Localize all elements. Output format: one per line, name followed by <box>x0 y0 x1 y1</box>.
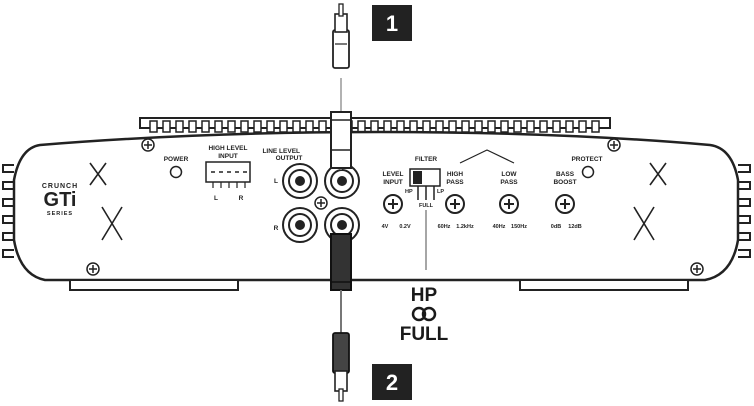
level-min-label: 4V <box>382 224 389 230</box>
low-pass-min-label: 40Hz <box>493 224 506 230</box>
filter-label: FILTER <box>415 156 438 163</box>
high-pass-label-2: PASS <box>446 179 464 186</box>
rca-cable-top <box>330 3 352 170</box>
line-level-label: LINE LEVEL <box>262 148 300 155</box>
filter-lp-label: LP <box>437 189 444 195</box>
hl-right-label: R <box>239 195 244 202</box>
high-pass-knob[interactable] <box>445 194 465 214</box>
step-2-badge: 2 <box>372 364 412 400</box>
protect-label: PROTECT <box>571 156 602 163</box>
screw-icons <box>86 138 704 276</box>
high-level-input-label-1: HIGH LEVEL <box>208 145 247 152</box>
bass-boost-label-1: BASS <box>556 171 575 178</box>
high-pass-label-1: HIGH <box>447 171 464 178</box>
amp-feet <box>69 279 689 291</box>
rca-output-left[interactable] <box>282 163 318 199</box>
brand-main: GTi <box>44 189 77 211</box>
filter-hp-label: HP <box>405 189 413 195</box>
svg-text:2: 2 <box>386 370 398 395</box>
low-pass-knob[interactable] <box>499 194 519 214</box>
x-marks <box>89 162 667 241</box>
level-input-label-2: INPUT <box>383 179 403 186</box>
low-pass-label-2: PASS <box>500 179 518 186</box>
bass-boost-knob[interactable] <box>555 194 575 214</box>
rca-output-right[interactable] <box>282 207 318 243</box>
amp-chassis <box>12 130 740 282</box>
brand-top: CRUNCH <box>42 183 78 190</box>
bass-boost-label-2: BOOST <box>553 179 576 186</box>
high-level-input-connector[interactable] <box>205 161 251 188</box>
level-max-label: 0.2V <box>399 224 411 230</box>
protect-led <box>581 165 595 179</box>
high-pass-min-label: 60Hz <box>438 224 451 230</box>
heatsink-fins-top <box>139 117 611 133</box>
level-input-label-1: LEVEL <box>383 171 404 178</box>
brand-bottom: SERIES <box>47 211 73 217</box>
high-pass-max-label: 1.2kHz <box>456 224 474 230</box>
rca-left-label: L <box>274 178 278 185</box>
hl-left-label: L <box>214 195 218 202</box>
bass-max-label: 12dB <box>568 224 581 230</box>
output-label: OUTPUT <box>276 155 303 162</box>
annotation-full: FULL <box>400 324 449 345</box>
filter-full-label: FULL <box>419 203 434 209</box>
crossover-bracket <box>459 149 515 164</box>
annotation-hp: HP <box>411 285 438 306</box>
heatsink-fins-side <box>2 164 751 258</box>
bass-min-label: 0dB <box>551 224 561 230</box>
brand-logo: CRUNCH GTi SERIES <box>42 183 78 217</box>
low-pass-max-label: 150Hz <box>511 224 527 230</box>
rca-cable-bottom <box>330 233 352 402</box>
filter-switch[interactable] <box>409 168 441 200</box>
low-pass-label-1: LOW <box>501 171 517 178</box>
svg-text:1: 1 <box>386 11 398 36</box>
power-label: POWER <box>164 156 189 163</box>
high-level-input-label-2: INPUT <box>218 153 238 160</box>
rca-center-screw-icon <box>314 196 328 210</box>
step-1-badge: 1 <box>372 5 412 41</box>
rca-input-left[interactable] <box>324 163 360 199</box>
annotation-symbol <box>411 306 437 322</box>
power-led <box>169 165 183 179</box>
rca-right-label: R <box>274 225 279 232</box>
level-input-knob[interactable] <box>383 194 403 214</box>
